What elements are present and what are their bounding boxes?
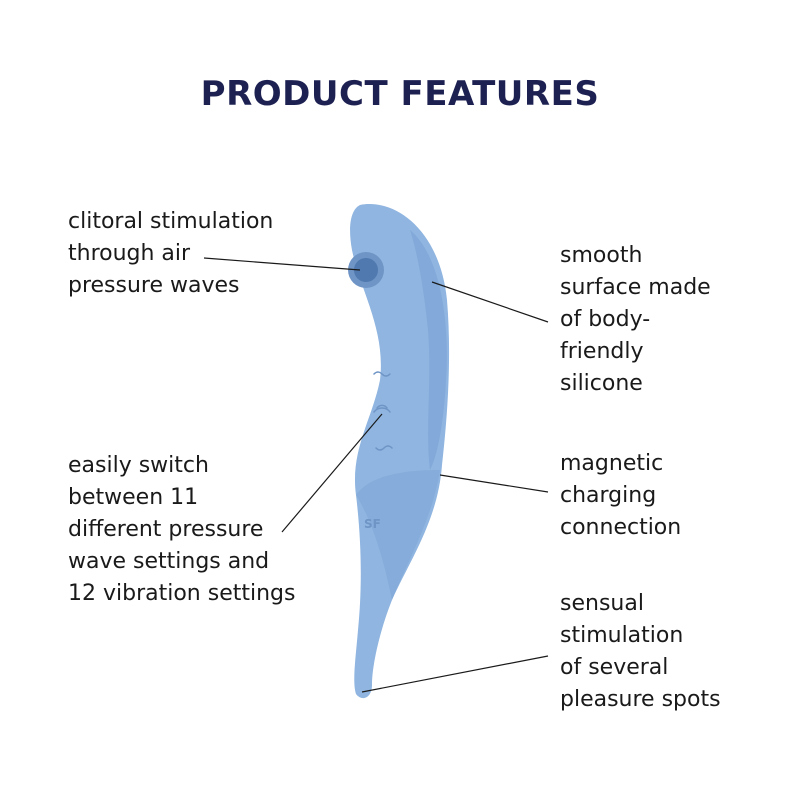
vibration-icon (375, 445, 393, 451)
product-body (350, 204, 450, 699)
feature-settings: easily switch between 11 different press… (68, 453, 296, 606)
leader-line-charging (439, 474, 549, 493)
leader-lines (203, 257, 549, 693)
leader-line-air (203, 257, 361, 271)
feature-charging: magnetic charging connection (560, 451, 682, 540)
leader-line-settings (281, 413, 383, 533)
pressure-icon (373, 404, 391, 413)
leader-line-spots (361, 655, 549, 693)
control-buttons (373, 371, 393, 451)
leader-line-silicone (431, 281, 549, 323)
page-title: PRODUCT FEATURES (200, 74, 600, 114)
feature-silicone: smooth surface made of body- friendly si… (560, 243, 711, 396)
product-logo: SF (364, 517, 381, 531)
product-shadow (410, 230, 447, 470)
feature-air-pressure: clitoral stimulation through air pressur… (68, 209, 274, 298)
air-pressure-opening-icon (348, 252, 384, 288)
wave-icon (373, 371, 391, 377)
feature-spots: sensual stimulation of several pleasure … (560, 591, 721, 712)
product-lower-shadow (356, 470, 440, 600)
